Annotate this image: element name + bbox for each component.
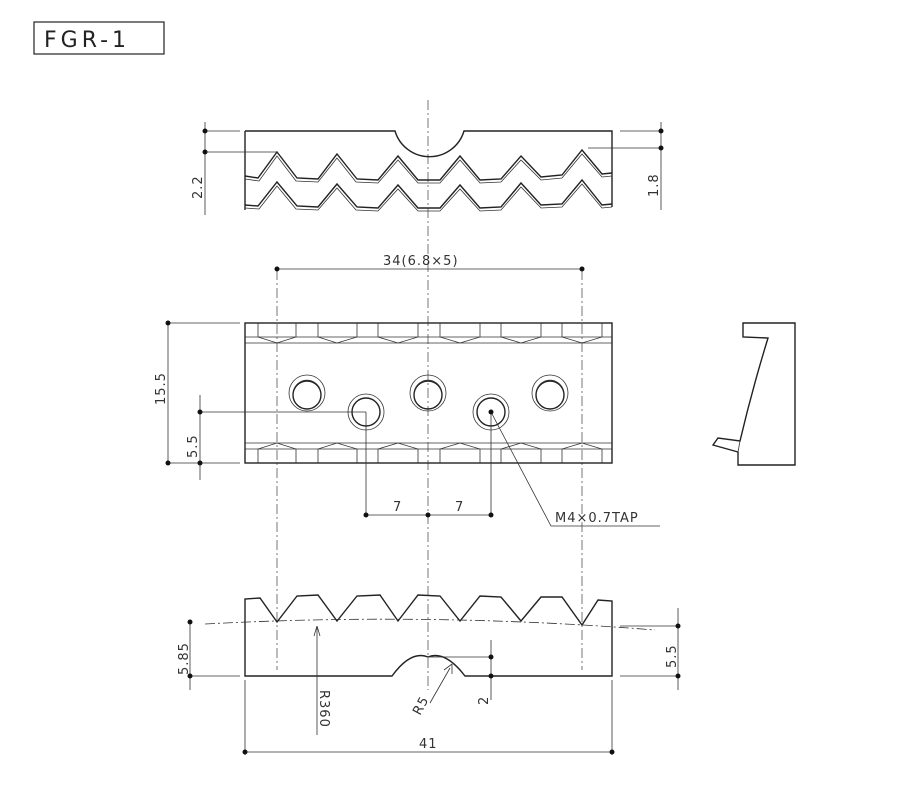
side-view (711, 322, 796, 466)
tap-callout: M4×0.7TAP (555, 511, 639, 526)
hole-height-dimension: 5.5 (186, 434, 201, 458)
radius-notch-label: R5 (410, 694, 432, 718)
top-view: 2.2 1.8 (191, 122, 664, 215)
through-hole (409, 374, 447, 412)
through-hole (288, 374, 326, 412)
bottom-dim-left: 5.85 (177, 642, 192, 675)
radius-large-label: R360 (316, 690, 331, 728)
hole-spacing-right: 7 (455, 500, 464, 515)
width-dimension: 41 (419, 737, 438, 752)
title-box (33, 21, 165, 55)
drawing-title: FGR-1 (44, 28, 130, 53)
through-hole (531, 374, 569, 412)
bottom-dim-right: 5.5 (665, 644, 680, 668)
top-dim-left: 2.2 (191, 175, 206, 199)
front-view: 34(6.8×5) 15.5 5.5 7 7 M4×0.7TAP (154, 254, 660, 527)
notch-depth-dimension: 2 (477, 696, 492, 705)
height-dimension: 15.5 (154, 372, 169, 405)
top-dim-right: 1.8 (647, 173, 662, 197)
pitch-dimension: 34(6.8×5) (383, 254, 459, 269)
bottom-view: 5.85 5.5 R360 R5 2 41 (177, 594, 681, 755)
hole-spacing-left: 7 (393, 500, 402, 515)
